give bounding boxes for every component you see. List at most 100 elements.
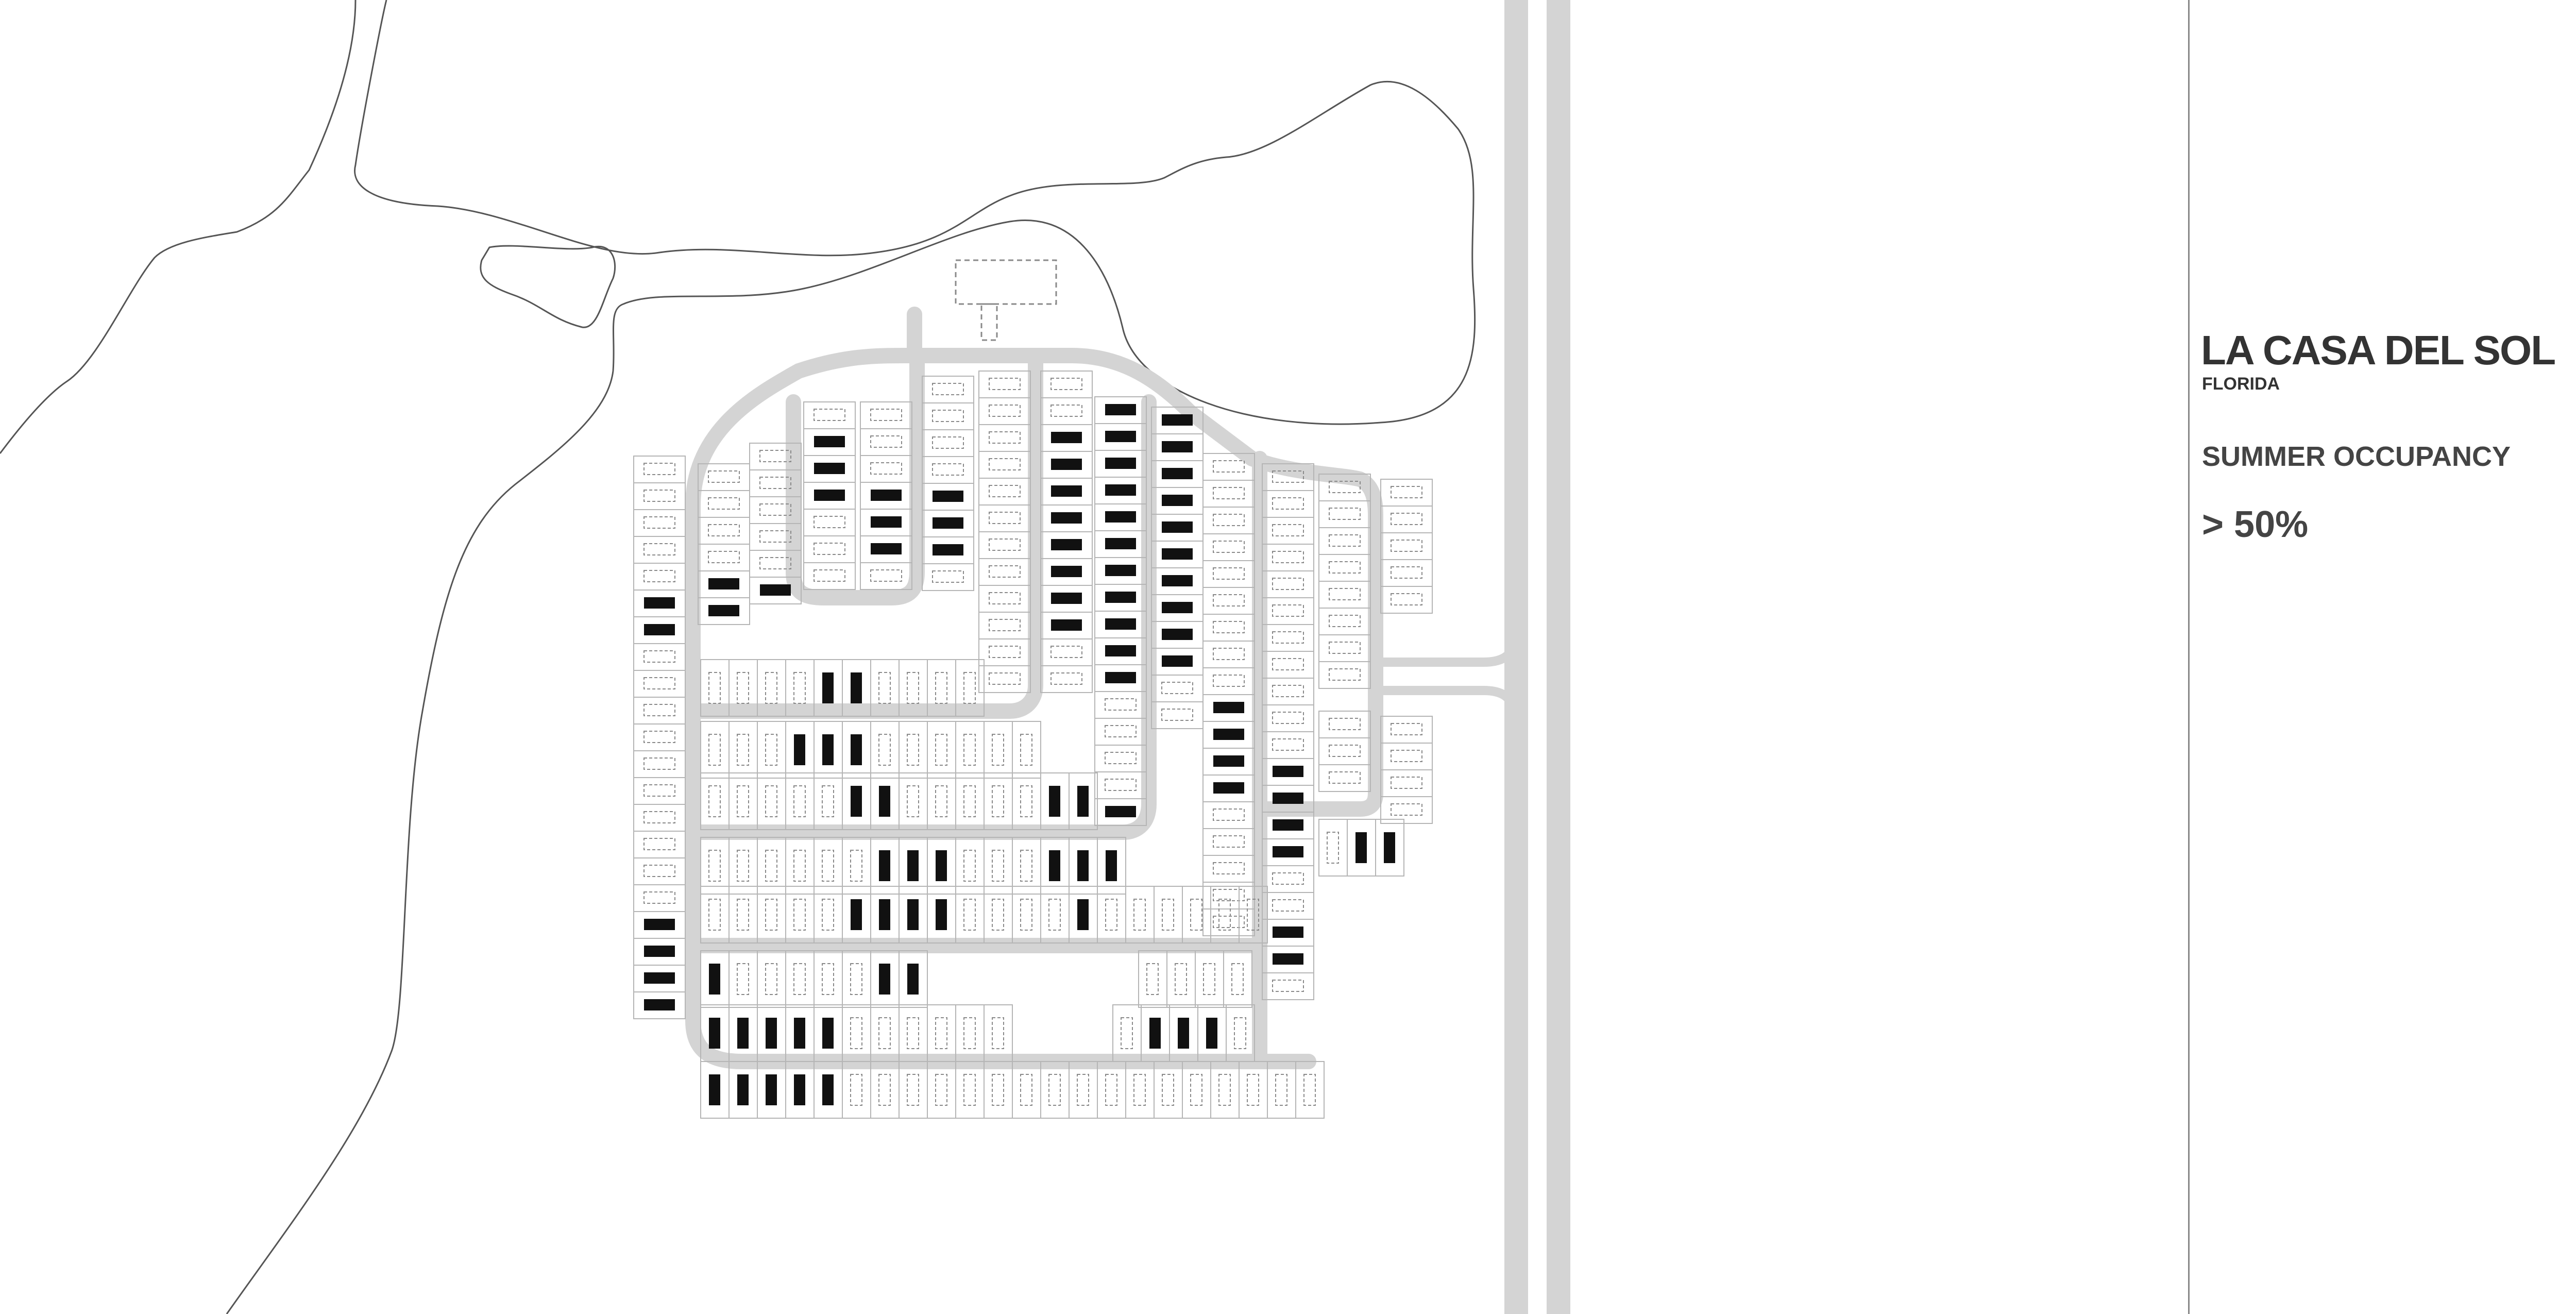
lot-parcel [633,750,686,778]
lot-parcel [1318,634,1371,662]
vacant-unit [989,592,1021,604]
lot-parcel [984,721,1013,779]
occupied-unit [1162,521,1193,533]
vacant-unit [1272,631,1304,644]
lot-parcel [1318,608,1371,635]
vacant-unit [1329,534,1361,547]
vacant-unit [1234,1017,1246,1049]
vacant-unit [1050,646,1082,658]
vacant-unit [963,734,976,766]
occupied-unit [1213,755,1244,767]
vacant-unit [765,850,777,882]
occupied-unit [1273,846,1303,857]
lot-parcel [757,886,786,944]
entrance-road-north [1371,639,1522,667]
lot-parcel [1262,972,1314,1000]
vacant-unit [1133,1074,1146,1106]
lot-parcel [1202,614,1255,642]
occupied-unit [1051,619,1082,631]
shoreline-outlines [0,0,1476,1314]
inner-cul-de-sac-road [786,348,925,605]
vacant-unit [1077,1074,1089,1106]
lot-parcel [1262,731,1314,759]
occupied-unit [814,490,845,501]
vacant-unit [1272,524,1304,536]
map-frame [0,0,2190,1314]
vacant-unit [1272,470,1304,483]
vacant-unit [1391,593,1422,605]
lot-parcel [1151,701,1204,729]
lot-parcel [899,1061,928,1119]
lot-parcel [1318,500,1371,528]
occupied-unit [1162,629,1193,640]
vacant-unit [1121,1017,1133,1049]
lot-parcel [1094,718,1147,746]
vacant-unit [1391,540,1422,552]
vacant-unit [1213,835,1245,848]
lot-parcel [955,659,985,717]
occupied-unit [1077,899,1089,930]
lot-parcel [1226,1004,1255,1062]
lot-parcel [1318,764,1371,792]
lot-parcel [1182,1061,1211,1119]
lot-parcel [1380,532,1433,560]
lot-parcel [978,478,1031,506]
vacant-unit [643,731,675,743]
vacant-unit [1161,709,1193,721]
vacant-unit [932,383,964,395]
vacant-unit [1203,963,1215,995]
vacant-unit [1272,658,1304,670]
occupied-unit [644,919,675,930]
vacant-unit [708,672,721,704]
vacant-unit [1272,872,1304,885]
occupied-unit [1162,414,1193,426]
lot-parcel [633,697,686,725]
vacant-unit [1231,963,1244,995]
lot-parcel [1154,1061,1183,1119]
vacant-unit [1020,785,1032,817]
occupied-unit [907,964,919,995]
lot-parcel [984,837,1013,895]
lot-parcel [728,772,758,830]
vacant-unit [793,672,806,704]
vacant-unit [1213,460,1245,473]
vacant-unit [932,410,964,422]
occupied-unit [794,734,805,765]
vacant-unit [737,899,749,931]
vacant-unit [870,409,902,421]
lot-parcel [633,991,686,1019]
vacant-unit [1329,561,1361,574]
occupied-unit [933,491,963,502]
lot-parcel [842,1004,871,1062]
vacant-unit [1213,567,1245,580]
vacant-unit [935,672,947,704]
vacant-unit [963,1074,976,1106]
vacant-unit [708,785,721,817]
vacant-unit [992,1074,1004,1106]
lot-parcel [899,721,928,779]
occupied-unit [1051,485,1082,497]
vacant-unit [989,405,1021,417]
occupied-unit [1149,1018,1161,1049]
vacant-unit [963,899,976,931]
lot-parcel [1239,886,1268,944]
lot-parcel [1069,772,1098,830]
occupied-unit [1162,468,1193,479]
occupied-unit [1105,618,1136,630]
lot-parcel [899,772,928,830]
lot-parcel [1195,950,1224,1008]
occupied-unit [1273,793,1303,804]
vacant-unit [1391,486,1422,498]
vacant-unit [989,538,1021,551]
lot-parcel [955,1004,985,1062]
vacant-unit [1020,734,1032,766]
lot-parcel [1202,560,1255,588]
lot-parcel [1040,638,1093,666]
lot-parcel [899,1004,928,1062]
vacant-unit [793,850,806,882]
vacant-unit [1391,777,1422,789]
lot-parcel [1380,796,1433,824]
lot-parcel [698,597,750,625]
lot-parcel [633,804,686,832]
lot-parcel [1267,1061,1296,1119]
